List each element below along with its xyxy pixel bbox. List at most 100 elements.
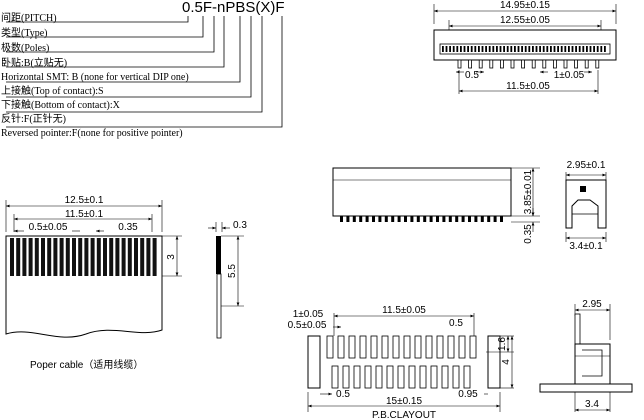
contact — [539, 46, 541, 52]
contact — [575, 46, 577, 52]
pcb-pad-top — [326, 335, 334, 359]
contact — [550, 46, 552, 52]
cable-conductor — [59, 238, 64, 276]
contact — [600, 46, 603, 52]
pin — [457, 59, 462, 69]
contact — [506, 46, 509, 52]
front-pin — [455, 216, 459, 222]
pin — [510, 59, 515, 69]
connector-front-view: 3.85±0.01 0.35 — [332, 167, 540, 244]
front-pin — [416, 216, 420, 222]
cable-drawing: 12.5±0.1 11.5±0.1 0.5±0.05 0.35 3 Poper … — [5, 195, 182, 371]
legend-poles: 极数(Poles) — [1, 41, 49, 54]
pcb-pad-top — [403, 335, 411, 359]
pcb-pad-top — [436, 335, 444, 359]
front-pin — [423, 216, 427, 222]
contact — [478, 46, 480, 52]
cable-conductor — [34, 238, 39, 276]
connector-top-view: 14.95±0.15 12.55±0.05 0.5 1±0.05 11.5±0.… — [433, 0, 617, 94]
contact — [521, 46, 523, 52]
front-pin — [384, 216, 388, 222]
dim-end-top: 2.95±0.1 — [567, 160, 606, 171]
legend-type: 类型(Type) — [1, 26, 48, 39]
contact — [596, 46, 599, 52]
contact — [456, 46, 459, 52]
pcb-pad-top — [348, 335, 356, 359]
front-pin — [500, 216, 503, 222]
dim-cable-pitch: 0.5±0.05 — [29, 222, 68, 233]
cable-conductor — [121, 238, 126, 276]
contact — [442, 46, 444, 52]
cable-conductor — [72, 238, 76, 276]
legend-bottom-contact: 下接触(Bottom of contact):X — [1, 98, 121, 111]
contact — [524, 46, 527, 52]
contact — [485, 46, 487, 52]
legend-reverse-en: Reversed pointer:F(none for positive poi… — [1, 128, 183, 139]
dim-pin-span: 11.5±0.05 — [506, 81, 550, 92]
front-pin — [346, 216, 350, 222]
contact — [535, 46, 538, 52]
contact — [578, 46, 581, 52]
dim-cable-total: 12.5±0.1 — [65, 195, 104, 206]
cable-conductor — [103, 238, 107, 276]
pcb-pad-top — [392, 335, 400, 359]
front-pin — [448, 216, 452, 222]
dim-layout-end-width: 0.95 — [458, 389, 478, 400]
part-code: 0.5F-nPBS(X)F — [182, 0, 285, 16]
cable-conductor — [140, 238, 145, 276]
dim-layout-pad-gap: 0.5 — [449, 318, 463, 329]
cable-conductor — [152, 238, 157, 276]
pcb-pad-top — [381, 335, 389, 359]
front-pin — [468, 216, 471, 222]
dim-overall-width: 14.95±0.15 — [500, 0, 550, 11]
pin — [531, 59, 536, 69]
dim-layout-pitch-a: 1±0.05 — [293, 309, 324, 320]
contact — [488, 46, 491, 52]
contact — [532, 46, 534, 52]
pcb-layout: 1±0.05 0.5±0.05 11.5±0.05 0.5 1.6 4 0.5 … — [288, 305, 514, 420]
contact — [474, 46, 477, 52]
pcb-pad-bottom — [342, 365, 350, 389]
layout-caption: P.B.CLAYOUT — [372, 410, 436, 420]
pcb-pad-top — [370, 335, 378, 359]
contact — [467, 46, 469, 52]
pin — [584, 59, 589, 69]
pcb-pad-bottom — [430, 365, 438, 389]
contact — [586, 46, 588, 52]
front-pin — [461, 216, 465, 222]
contact — [542, 46, 545, 52]
dim-cable-height: 3 — [166, 254, 177, 260]
front-pin — [365, 216, 369, 222]
contact — [582, 46, 585, 52]
contact — [514, 46, 516, 52]
contact — [546, 46, 549, 52]
cable-side-view: 0.3 5.5 — [208, 220, 247, 339]
pcb-pad-bottom — [353, 365, 361, 389]
contact — [470, 46, 473, 52]
dim-cable-span: 11.5±0.1 — [65, 209, 104, 220]
contact — [510, 46, 513, 52]
front-pin — [352, 216, 356, 222]
contact — [463, 46, 466, 52]
dim-layout-pad-height: 1.6 — [497, 337, 508, 351]
cable-conductor — [41, 238, 45, 276]
front-pin-array — [340, 216, 503, 222]
pin — [521, 59, 525, 69]
cable-caption: Poper cable（适用线缆） — [30, 358, 143, 371]
contact — [449, 46, 451, 52]
dim-layout-total-height: 4 — [501, 359, 512, 365]
cable-conductor — [22, 238, 27, 276]
dim-front-height: 3.85±0.01 — [523, 169, 534, 214]
front-pin — [436, 216, 439, 222]
cable-conductor — [16, 238, 21, 276]
cable-conductor — [78, 238, 83, 276]
pin — [468, 59, 473, 69]
contact — [557, 46, 559, 52]
pcb-pad-top — [359, 335, 367, 359]
contact — [604, 46, 606, 52]
legend-mount-en: Horizontal SMT: B (none for vertical DIP… — [1, 72, 189, 83]
contact — [496, 46, 498, 52]
connector-side-view: 2.95 3.4 — [539, 299, 633, 412]
cable-conductor — [146, 238, 151, 276]
pcb-pad-top — [447, 335, 455, 359]
